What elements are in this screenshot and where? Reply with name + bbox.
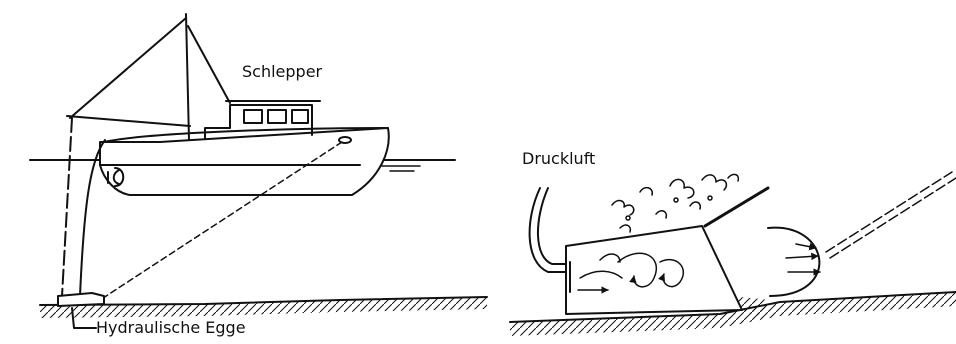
dredge-body: [566, 188, 768, 314]
label-hydraulische-egge: Hydraulische Egge: [96, 320, 246, 336]
tow-chain: [826, 172, 956, 258]
air-bubbles: [612, 174, 738, 232]
boat-hull: [100, 128, 389, 195]
towing-cage: [768, 228, 820, 296]
label-druckluft: Druckluft: [522, 151, 595, 167]
label-schlepper: Schlepper: [242, 64, 322, 80]
mast-and-rigging: [67, 14, 230, 140]
seabed-left: [40, 297, 487, 318]
